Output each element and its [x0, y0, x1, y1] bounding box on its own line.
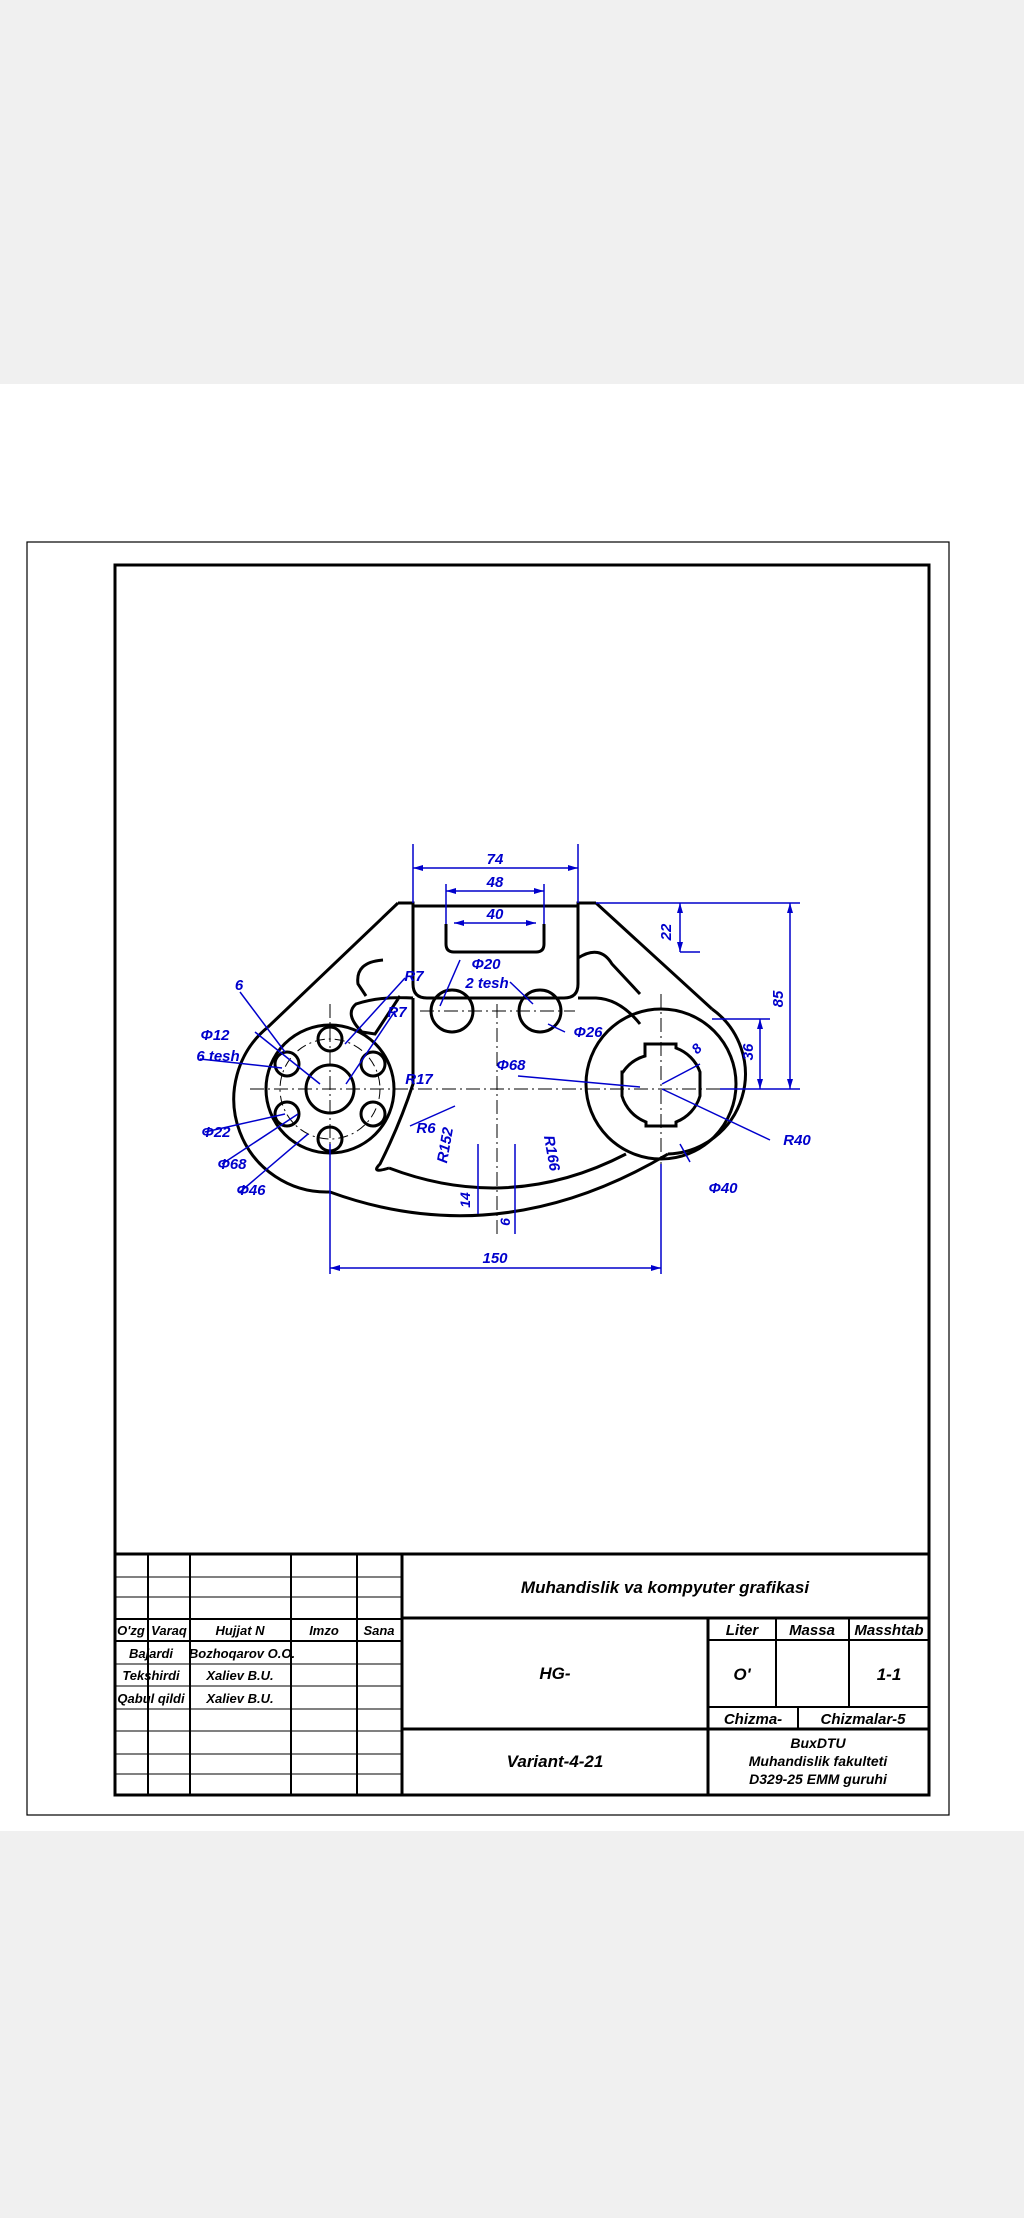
dim-phi40: Φ40 — [708, 1180, 738, 1197]
viewer-bottom-area — [0, 1831, 1024, 2218]
dim-8: 8 — [688, 1040, 705, 1057]
row-role: Bajardi — [129, 1646, 173, 1661]
technical-drawing: 74 48 40 22 85 36 8 Φ20 2 tesh Φ26 Φ68 R… — [26, 541, 950, 1816]
dim-6-left: 6 — [235, 977, 244, 994]
dim-phi68-center: Φ68 — [496, 1057, 526, 1074]
dim-6-tesh: 6 tesh — [196, 1048, 239, 1065]
dim-phi46: Φ46 — [236, 1182, 266, 1199]
row-name: Xaliev B.U. — [205, 1668, 273, 1683]
dim-2-tesh: 2 tesh — [464, 975, 508, 992]
dim-150: 150 — [482, 1250, 508, 1267]
dimension-lines — [199, 844, 800, 1274]
drawing-frame — [113, 563, 931, 1797]
dimension-arrows — [330, 865, 793, 1271]
dim-22: 22 — [658, 923, 675, 941]
dim-r17: R17 — [405, 1071, 433, 1088]
page-sheet — [0, 384, 1024, 1831]
dim-phi26: Φ26 — [573, 1024, 603, 1041]
centerlines — [250, 994, 750, 1234]
dim-36: 36 — [740, 1043, 757, 1060]
dim-r40: R40 — [783, 1132, 811, 1149]
dim-phi12: Φ12 — [200, 1027, 230, 1044]
outer-sheet-border — [26, 541, 950, 1816]
dim-14: 14 — [457, 1192, 473, 1208]
row-name: Xaliev B.U. — [205, 1691, 273, 1706]
title-block-variant: Variant-4-21 — [507, 1752, 604, 1771]
title-block-code: HG- — [539, 1664, 571, 1683]
dim-r166: R166 — [540, 1134, 563, 1173]
title-block-grid — [113, 1552, 931, 1797]
sheet-label: Chizma- — [724, 1711, 782, 1728]
col-header-date: Sana — [363, 1623, 394, 1638]
header-masshtab: Masshtab — [854, 1622, 923, 1639]
sheets-label: Chizmalar-5 — [820, 1711, 906, 1728]
dim-r7-b: R7 — [387, 1004, 407, 1021]
col-header-sign: Imzo — [309, 1623, 339, 1638]
dim-85: 85 — [770, 990, 787, 1007]
org-line-3: D329-25 EMM guruhi — [749, 1771, 888, 1787]
dim-phi68-left: Φ68 — [217, 1156, 247, 1173]
col-header-sheet: Varaq — [151, 1623, 187, 1638]
liter-value: O' — [733, 1665, 751, 1684]
part-outline — [232, 901, 747, 1218]
viewer-top-area — [0, 0, 1024, 384]
dim-phi20: Φ20 — [471, 956, 501, 973]
col-header-doc: Hujjat N — [215, 1623, 265, 1638]
col-header-change: O'zg — [117, 1623, 145, 1638]
dim-40: 40 — [486, 906, 504, 923]
header-massa: Massa — [789, 1622, 835, 1639]
header-liter: Liter — [726, 1622, 760, 1639]
org-line-2: Muhandislik fakulteti — [749, 1753, 889, 1769]
title-block-title: Muhandislik va kompyuter grafikasi — [521, 1578, 810, 1597]
dim-48: 48 — [486, 874, 504, 891]
dim-phi22: Φ22 — [201, 1124, 231, 1141]
dim-74: 74 — [487, 851, 504, 868]
row-role: Tekshirdi — [122, 1668, 180, 1683]
title-block-texts: Muhandislik va kompyuter grafikasi HG- V… — [117, 1578, 923, 1787]
right-boss — [584, 1007, 738, 1161]
dim-r6: R6 — [416, 1120, 436, 1137]
dim-r7-a: R7 — [404, 968, 424, 985]
dim-r152: R152 — [434, 1125, 457, 1164]
masshtab-value: 1-1 — [877, 1665, 902, 1684]
row-role: Qabul qildi — [117, 1691, 185, 1706]
dim-6-bottom: 6 — [497, 1218, 513, 1226]
row-name: Bozhoqarov O.O. — [189, 1646, 295, 1661]
org-line-1: BuxDTU — [790, 1735, 846, 1751]
